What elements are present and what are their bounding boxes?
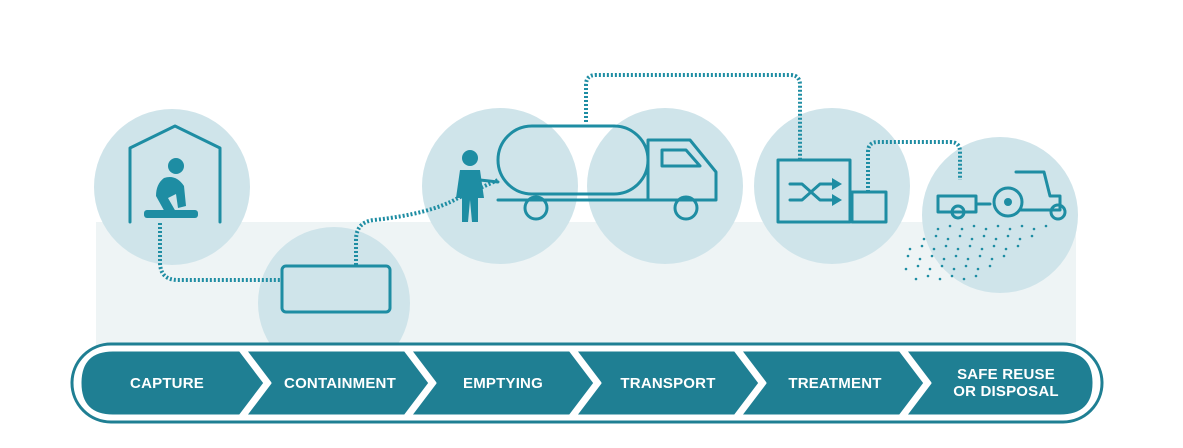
step-capture: CAPTURE bbox=[78, 348, 267, 418]
spray-dot bbox=[1044, 224, 1048, 228]
spray-dot bbox=[916, 264, 920, 268]
spray-dot bbox=[954, 254, 958, 258]
spray-dot bbox=[914, 277, 918, 281]
spray-dot bbox=[926, 274, 930, 278]
tanker-truck-icon bbox=[496, 124, 718, 221]
spray-dot bbox=[1004, 247, 1008, 251]
spray-dot bbox=[982, 234, 986, 238]
spray-dot bbox=[1008, 227, 1012, 231]
spray-dot bbox=[1002, 254, 1006, 258]
step-safe-reuse-label-line1: SAFE REUSE bbox=[957, 366, 1055, 383]
spray-dot bbox=[950, 274, 954, 278]
treatment-plant-icon bbox=[776, 158, 888, 224]
emptying-circle bbox=[422, 108, 578, 264]
spray-dot bbox=[972, 224, 976, 228]
spray-dot bbox=[984, 227, 988, 231]
pipe-containment-to-truck bbox=[354, 178, 499, 265]
spray-dot bbox=[904, 267, 908, 271]
step-transport: TRANSPORT bbox=[573, 348, 762, 418]
spray-dot bbox=[1018, 237, 1022, 241]
step-transport-label: TRANSPORT bbox=[620, 375, 715, 392]
spray-dot bbox=[990, 257, 994, 261]
spray-dot bbox=[920, 244, 924, 248]
spray-dot bbox=[970, 237, 974, 241]
spray-dot bbox=[940, 264, 944, 268]
spray-dot bbox=[908, 247, 912, 251]
worker-person-icon bbox=[456, 150, 500, 222]
spray-dot bbox=[994, 237, 998, 241]
spray-dot bbox=[1006, 234, 1010, 238]
spray-dot bbox=[946, 237, 950, 241]
spray-dot bbox=[968, 244, 972, 248]
spray-dot bbox=[988, 264, 992, 268]
spray-dot bbox=[960, 227, 964, 231]
step-treatment: TREATMENT bbox=[738, 348, 927, 418]
spray-dot bbox=[936, 227, 940, 231]
tractor-icon bbox=[936, 170, 1067, 221]
spray-dot bbox=[992, 244, 996, 248]
spray-dot bbox=[976, 267, 980, 271]
spray-dot bbox=[948, 224, 952, 228]
spray-dot bbox=[952, 267, 956, 271]
spray-dot bbox=[930, 254, 934, 258]
spray-dot bbox=[1030, 234, 1034, 238]
spray-dot bbox=[974, 274, 978, 278]
containment-tank-icon bbox=[280, 264, 392, 314]
spray-dot bbox=[1020, 224, 1024, 228]
spray-dot bbox=[932, 247, 936, 251]
spray-dot bbox=[944, 244, 948, 248]
spray-dot bbox=[934, 234, 938, 238]
step-emptying-label: EMPTYING bbox=[463, 375, 543, 392]
spray-dot bbox=[980, 247, 984, 251]
spray-dot bbox=[928, 267, 932, 271]
step-containment-label: CONTAINMENT bbox=[284, 375, 396, 392]
pipe-truck-to-treatment bbox=[584, 73, 802, 160]
step-containment: CONTAINMENT bbox=[243, 348, 432, 418]
spray-dots bbox=[904, 224, 1048, 281]
step-capture-label: CAPTURE bbox=[130, 375, 204, 392]
spray-dot bbox=[962, 277, 966, 281]
transport-circle bbox=[587, 108, 743, 264]
spray-dot bbox=[938, 277, 942, 281]
spray-dot bbox=[1032, 227, 1036, 231]
spray-dot bbox=[956, 247, 960, 251]
pipe-treatment-to-reuse bbox=[866, 140, 962, 192]
spray-dot bbox=[966, 257, 970, 261]
spray-dot bbox=[906, 254, 910, 258]
spray-dot bbox=[958, 234, 962, 238]
step-safe-reuse-label-line2: OR DISPOSAL bbox=[953, 383, 1059, 400]
spray-dot bbox=[942, 257, 946, 261]
spray-dot bbox=[918, 257, 922, 261]
step-treatment-label: TREATMENT bbox=[788, 375, 881, 392]
step-safe-reuse: SAFE REUSE OR DISPOSAL bbox=[903, 348, 1096, 418]
pipe-capture-to-containment bbox=[158, 223, 282, 282]
spray-dot bbox=[922, 237, 926, 241]
spray-dot bbox=[1016, 244, 1020, 248]
spray-dot bbox=[996, 224, 1000, 228]
step-emptying: EMPTYING bbox=[408, 348, 597, 418]
toilet-house-icon bbox=[128, 124, 222, 224]
spray-dot bbox=[978, 254, 982, 258]
spray-dot bbox=[964, 264, 968, 268]
